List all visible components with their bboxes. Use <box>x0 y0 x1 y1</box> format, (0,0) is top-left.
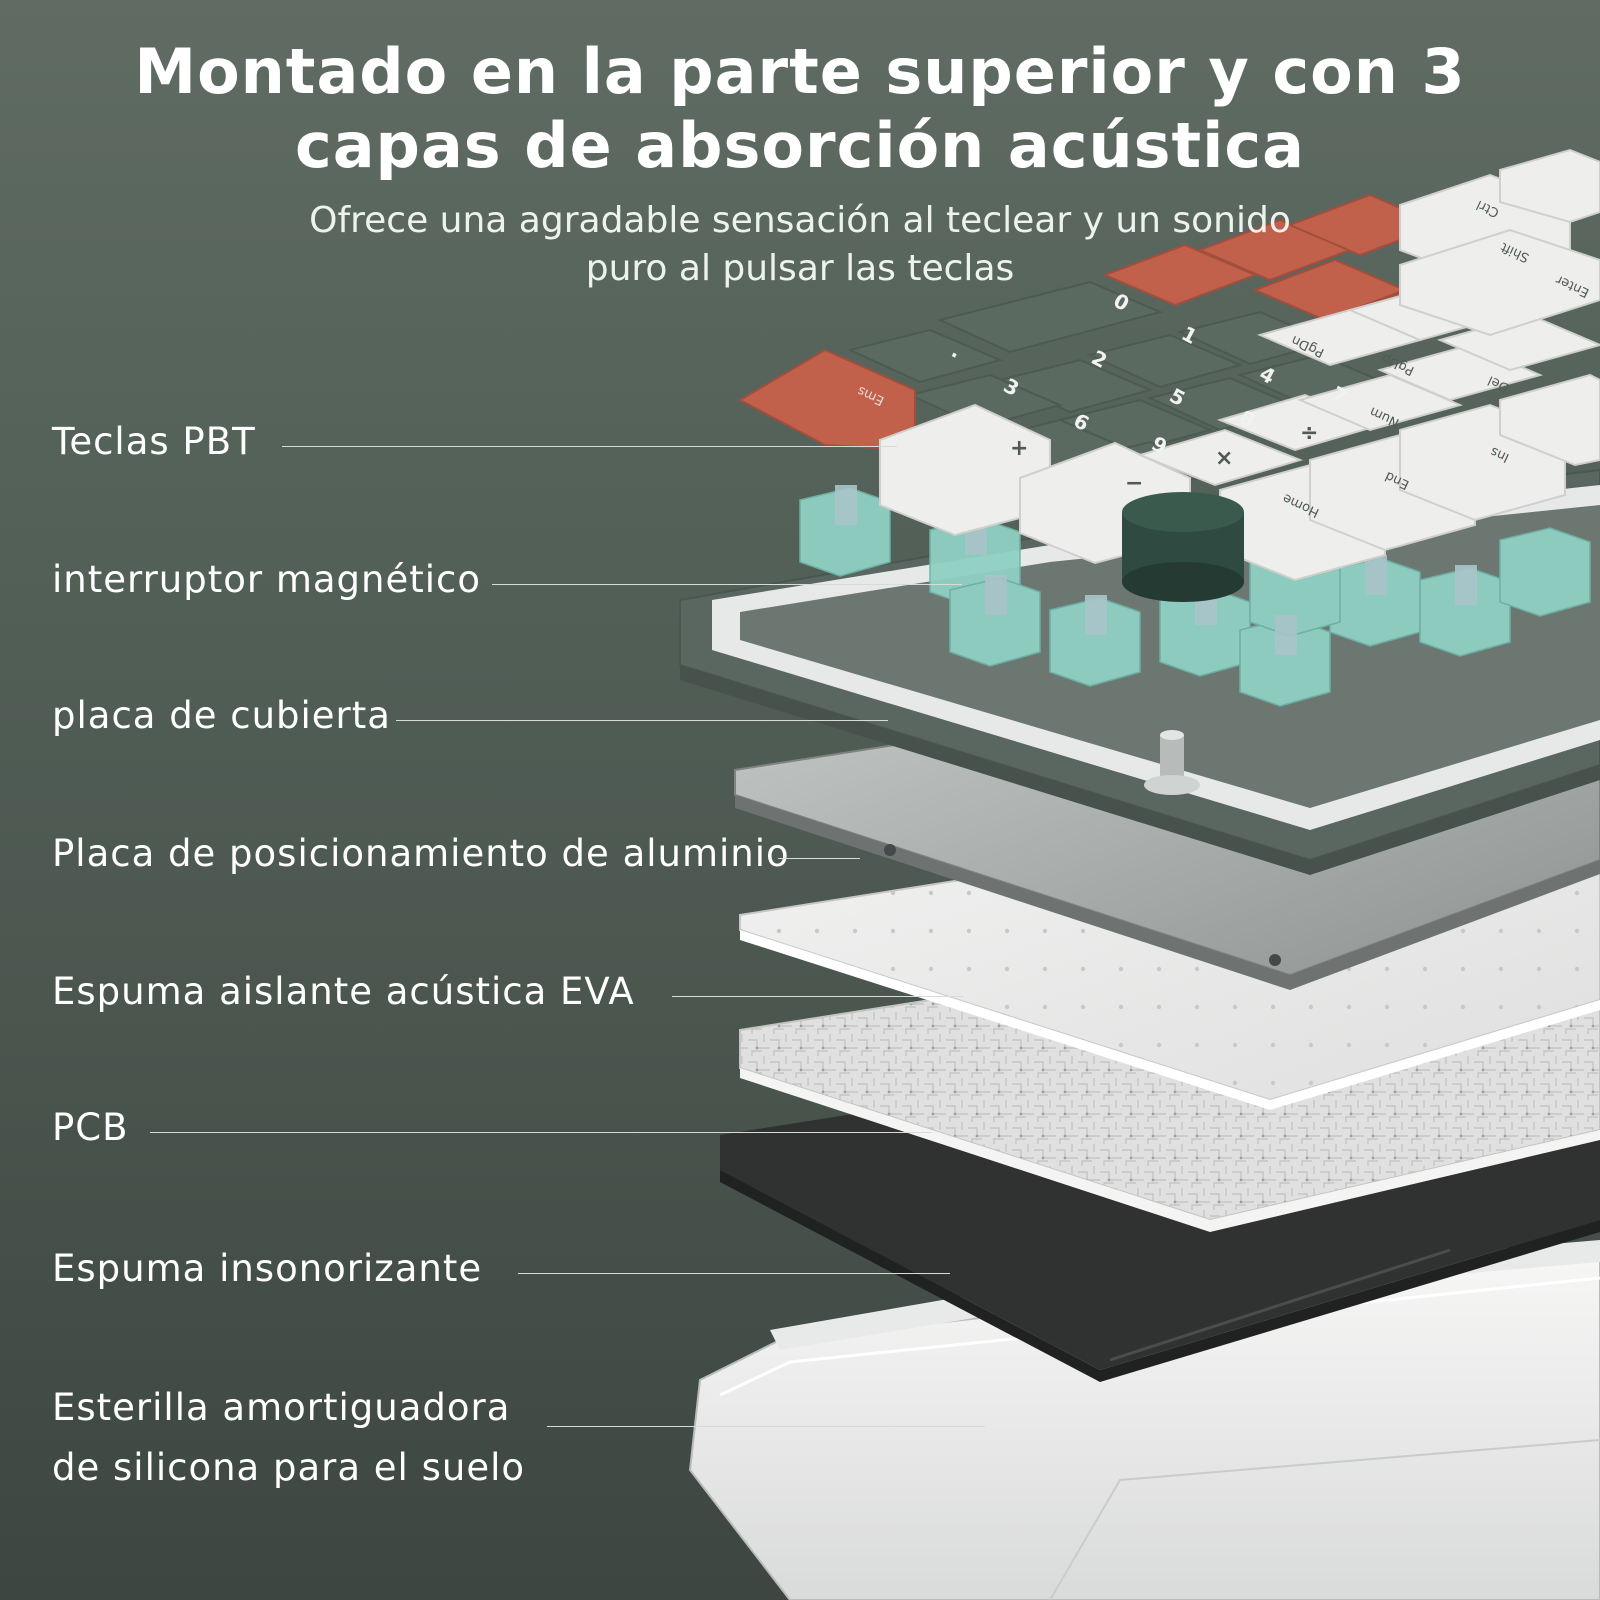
leader-line-pbt-keycaps <box>282 446 897 447</box>
label-cover-plate: placa de cubierta <box>52 694 391 737</box>
label-aluminium-plate: Placa de posicionamiento de aluminio <box>52 832 790 875</box>
label-silicone-mat-line-1: Esterilla amortiguadora <box>52 1386 511 1429</box>
label-silicone-mat-line-2: de silicona para el suelo <box>52 1446 526 1489</box>
leader-line-cover-plate <box>396 720 888 721</box>
label-eva-foam: Espuma aislante acústica EVA <box>52 970 635 1013</box>
page-subtitle-line-2: puro al pulsar las teclas <box>585 248 1015 289</box>
volume-knob <box>1122 492 1244 602</box>
label-soundproof-foam: Espuma insonorizante <box>52 1247 483 1290</box>
leader-line-soundproof-foam <box>518 1273 950 1274</box>
leader-line-eva-foam <box>672 996 964 997</box>
leader-line-pcb <box>150 1132 932 1133</box>
leader-line-silicone-mat <box>547 1426 985 1427</box>
svg-text:÷: ÷ <box>1300 421 1318 446</box>
svg-text:−: − <box>1125 471 1143 496</box>
pbt-keycaps-layer: 0 1 2 3 4 5 6 7 8 9 . + − × ÷ PgDn PgUp <box>737 148 1600 602</box>
page-subtitle-line-1: Ofrece una agradable sensación al teclea… <box>309 200 1291 241</box>
label-pcb: PCB <box>52 1106 129 1149</box>
svg-text:+: + <box>1010 436 1028 461</box>
page-title-line-1: Montado en la parte superior y con 3 <box>134 35 1466 108</box>
label-pbt-keycaps: Teclas PBT <box>52 420 256 463</box>
leader-line-magnetic-switch <box>492 584 962 585</box>
svg-text:×: × <box>1215 446 1233 471</box>
label-magnetic-switch: interruptor magnético <box>52 558 482 601</box>
page-title-line-2: capas de absorción acústica <box>294 109 1306 182</box>
svg-text:Ins: Ins <box>1488 443 1512 465</box>
leader-line-aluminium-plate <box>778 858 860 859</box>
